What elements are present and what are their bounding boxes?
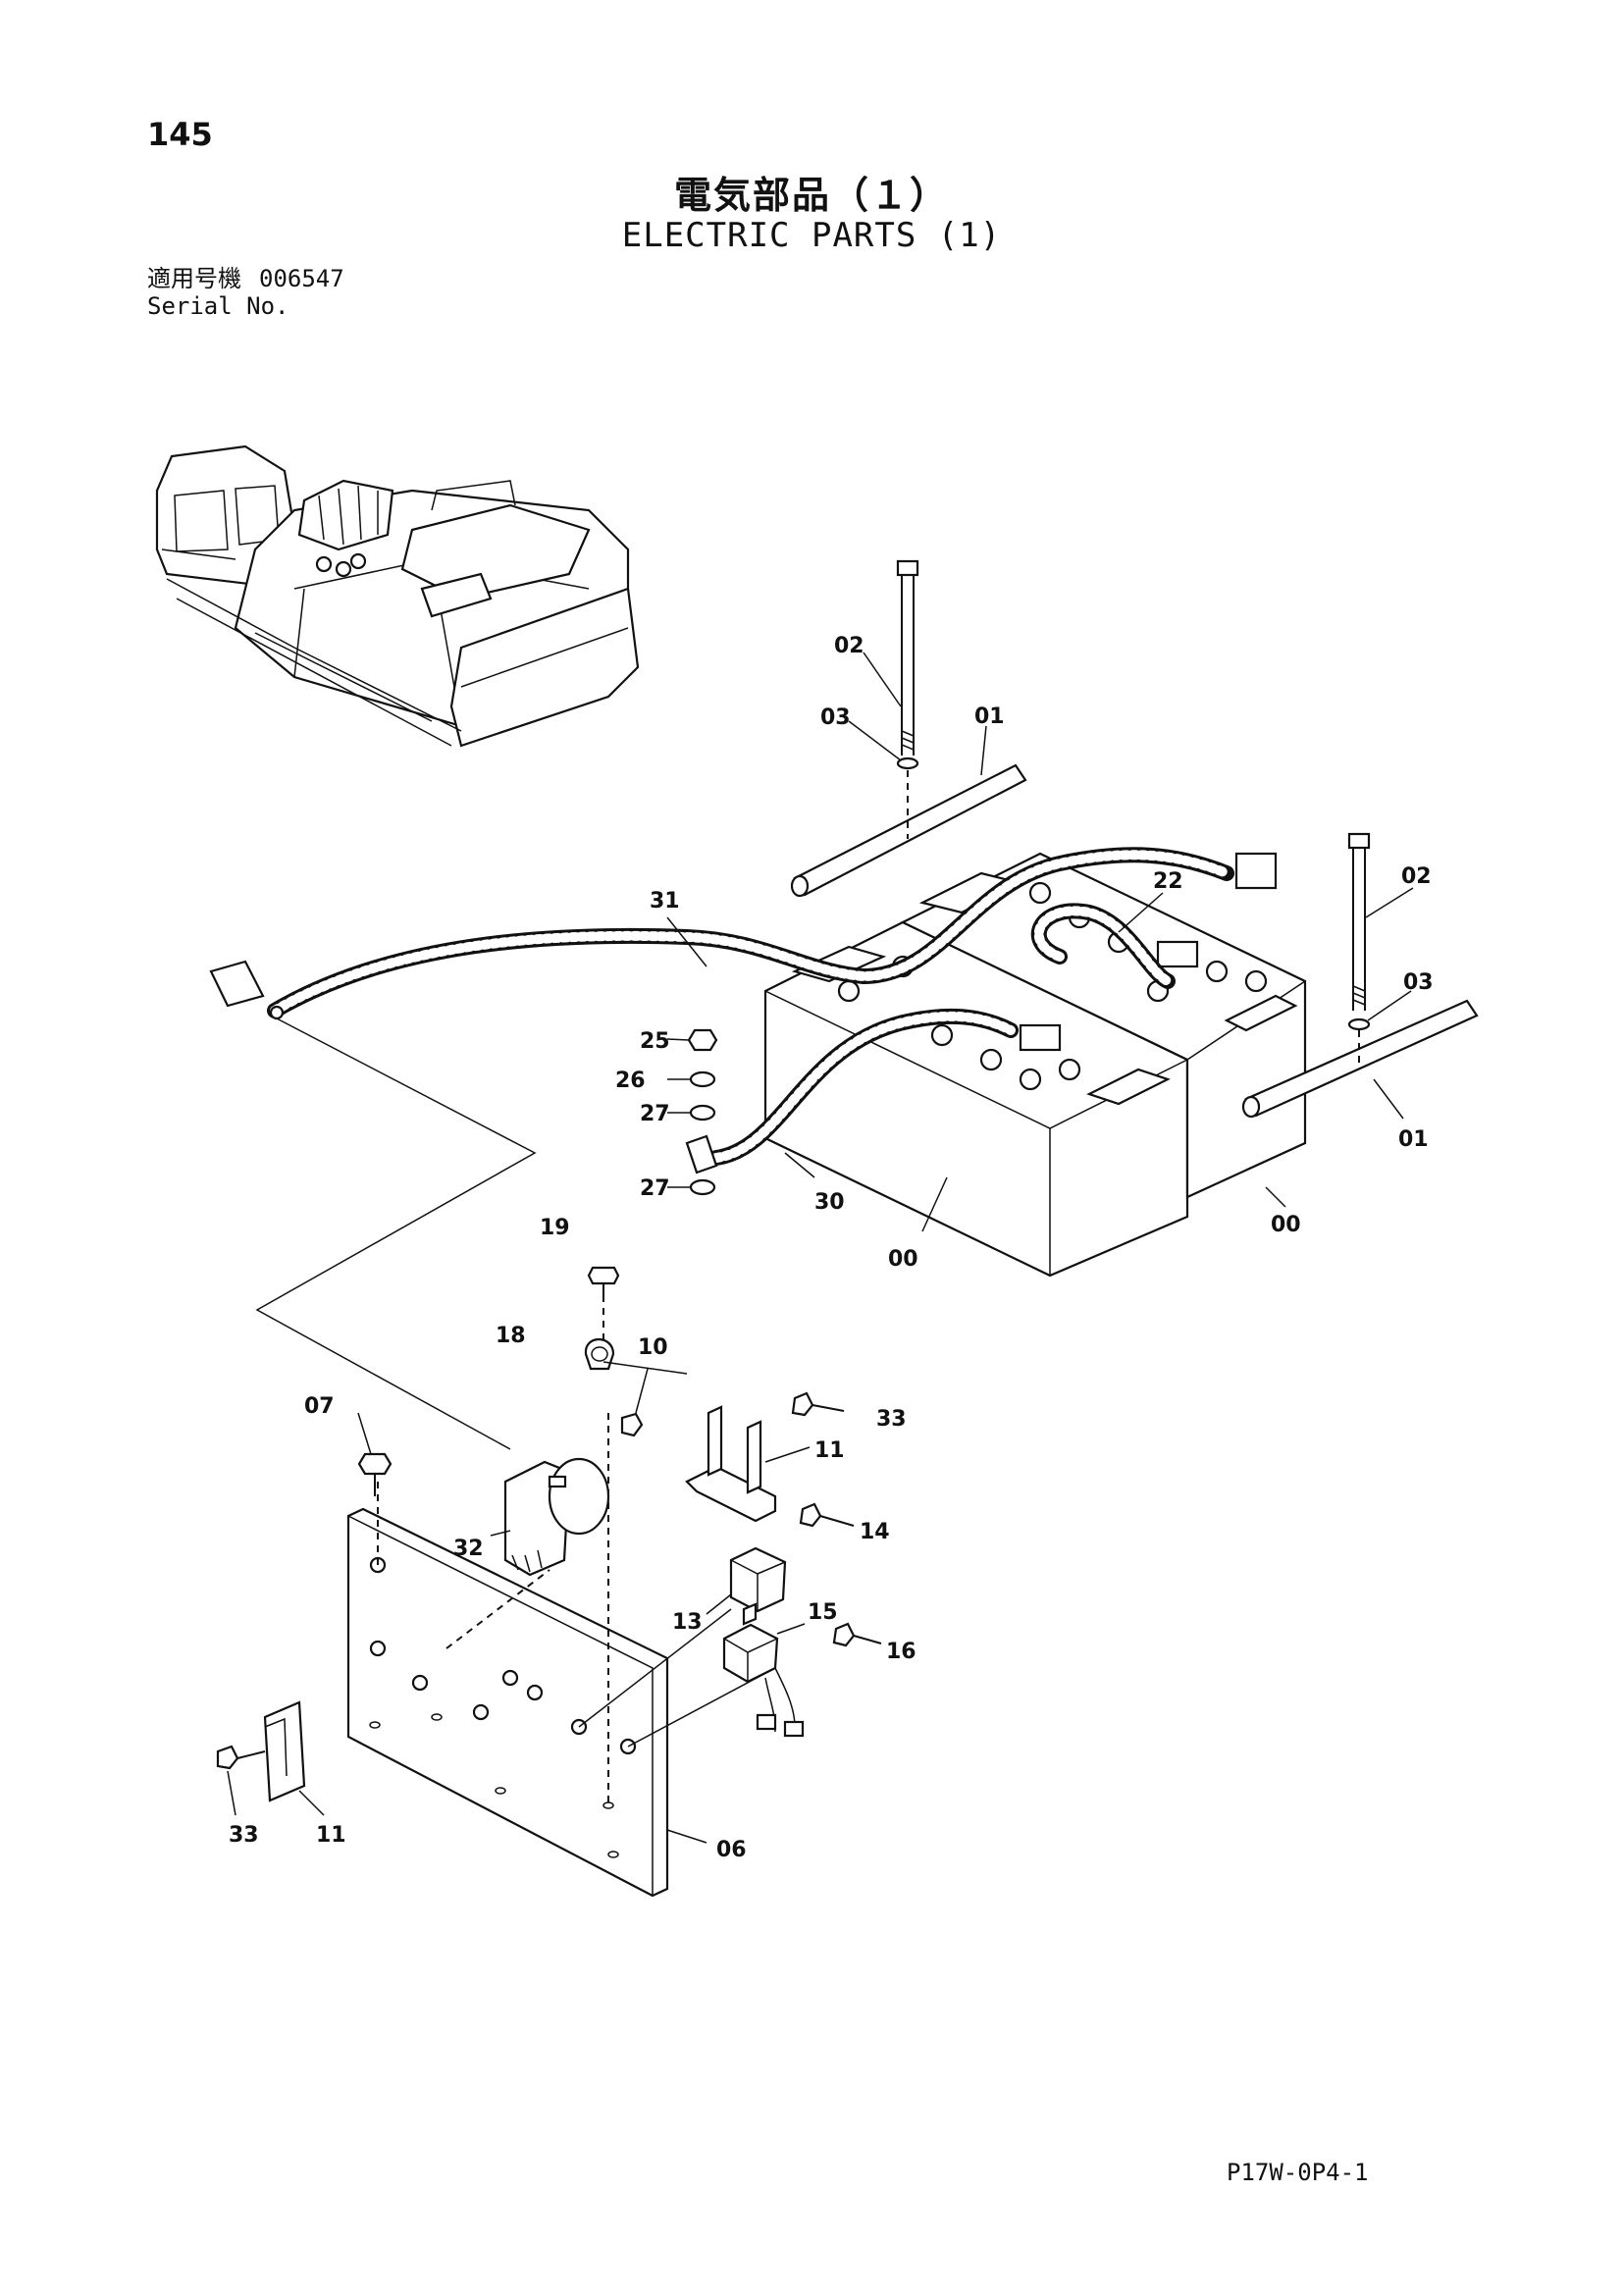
- cable-22: [1030, 903, 1176, 989]
- component-15: [722, 1623, 805, 1738]
- label-27-upper: 27: [640, 1102, 670, 1126]
- cable-30: [685, 1008, 1019, 1174]
- label-01-left: 01: [974, 704, 1005, 729]
- title-japanese: 電気部品（１）: [673, 174, 949, 217]
- serial-value: 006547: [259, 265, 344, 292]
- wire-run: [255, 1018, 537, 1450]
- screw-33-left: [216, 1745, 266, 1770]
- battery-right: [900, 852, 1307, 1199]
- serial-label-en: Serial No.: [147, 292, 289, 320]
- footer-code: P17W-0P4-1: [1227, 2159, 1369, 2186]
- label-10: 10: [638, 1335, 668, 1360]
- serial-line: 適用号機 006547: [147, 265, 344, 292]
- label-22: 22: [1153, 869, 1183, 894]
- label-02-left: 02: [834, 634, 864, 658]
- bracket-left: [263, 1700, 306, 1802]
- label-14: 14: [860, 1520, 890, 1544]
- component-13: [729, 1546, 787, 1626]
- page-number: 145: [147, 116, 213, 153]
- machine-overview-illustration: [155, 444, 640, 748]
- relay-32: [503, 1457, 610, 1577]
- label-31: 31: [650, 889, 680, 913]
- label-18: 18: [496, 1324, 526, 1348]
- title-english: ELECTRIC PARTS (1): [621, 216, 1002, 255]
- label-25: 25: [640, 1029, 670, 1054]
- screw-16: [832, 1622, 882, 1647]
- label-16: 16: [886, 1640, 916, 1664]
- label-32: 32: [453, 1537, 484, 1561]
- label-00-left: 00: [888, 1247, 918, 1272]
- label-07: 07: [304, 1394, 335, 1419]
- screw-14: [799, 1502, 855, 1528]
- screw-33-right: [791, 1391, 845, 1417]
- label-27-lower: 27: [640, 1176, 670, 1201]
- label-15: 15: [808, 1600, 838, 1625]
- serial-label-jp: 適用号機: [147, 265, 241, 292]
- holddown-bar-left: [790, 763, 1027, 898]
- label-02-right: 02: [1401, 864, 1432, 889]
- bolt-19: [587, 1266, 620, 1339]
- rod-right: [1347, 832, 1371, 1065]
- battery-left: [763, 920, 1189, 1278]
- holddown-bar-right: [1241, 999, 1479, 1119]
- bracket-right: [685, 1405, 777, 1523]
- label-03-left: 03: [820, 705, 851, 730]
- label-01-right: 01: [1398, 1127, 1429, 1152]
- label-26: 26: [615, 1069, 646, 1093]
- label-33-left: 33: [229, 1823, 259, 1848]
- label-19: 19: [540, 1216, 570, 1240]
- label-00-right: 00: [1271, 1213, 1301, 1237]
- clamp-18: [584, 1338, 615, 1371]
- label-13: 13: [672, 1610, 703, 1635]
- label-11-right: 11: [814, 1438, 845, 1463]
- mounting-plate: [346, 1413, 776, 1898]
- leader-lines: [227, 652, 1414, 1844]
- nut-10: [620, 1412, 644, 1437]
- label-33-right: 33: [876, 1407, 907, 1432]
- terminal-hardware: [666, 1028, 718, 1196]
- bolt-07: [357, 1452, 393, 1496]
- cable-31: [209, 847, 1234, 1020]
- part-number-labels: 00 00 01 01 02 02 03 03 06 07 10 11 11 1…: [229, 634, 1434, 1862]
- rod-left: [896, 559, 919, 839]
- label-06: 06: [716, 1838, 747, 1862]
- label-03-right: 03: [1403, 970, 1434, 995]
- label-30: 30: [814, 1190, 845, 1215]
- label-11-left: 11: [316, 1823, 346, 1848]
